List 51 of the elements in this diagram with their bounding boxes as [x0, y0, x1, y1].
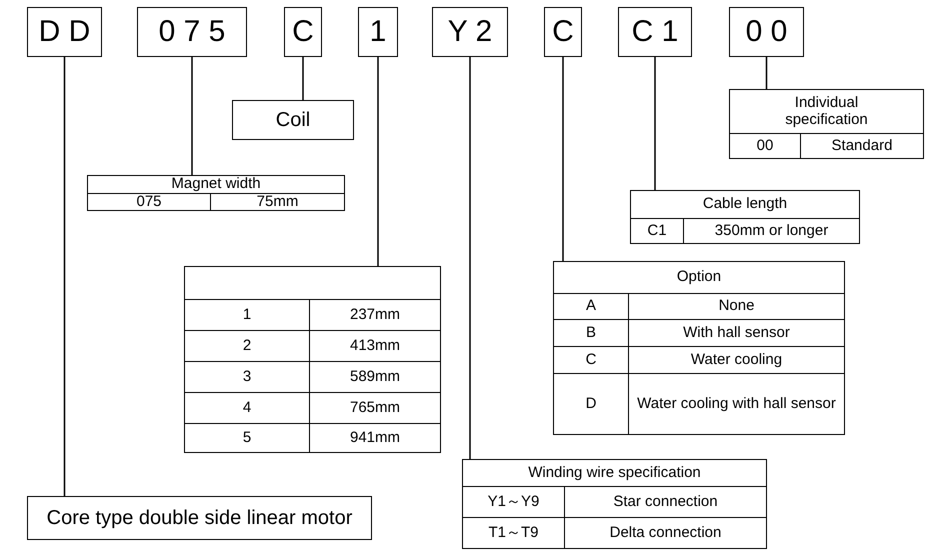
- table-cell: 4: [184, 392, 310, 424]
- table-cell: With hall sensor: [628, 320, 844, 346]
- connector-line: [469, 57, 471, 459]
- code-box: C: [284, 7, 322, 57]
- table-cell: 1: [184, 300, 310, 330]
- table-cell: 75mm: [210, 193, 344, 210]
- connector-line: [562, 57, 564, 261]
- table-cell: D: [554, 374, 628, 434]
- table-cell: 589mm: [310, 362, 440, 392]
- table-cell: A: [554, 294, 628, 320]
- table-cell: Water cooling: [628, 346, 844, 374]
- table-cell: Star connection: [564, 486, 766, 518]
- table-cell: 413mm: [310, 330, 440, 362]
- code-box: C: [544, 7, 582, 57]
- table-cell: 00: [730, 134, 800, 158]
- table-cell: 075: [88, 193, 210, 210]
- connector-line: [302, 57, 304, 100]
- table-cell: 2: [184, 330, 310, 362]
- connector-line: [766, 57, 768, 89]
- table-cell: None: [628, 294, 844, 320]
- table-cell: T1～T9: [462, 518, 564, 548]
- table-cell: Y1～Y9: [462, 486, 564, 518]
- table-cell: Standard: [800, 134, 924, 158]
- table-cell: Delta connection: [564, 518, 766, 548]
- table-cell: 350mm or longer: [684, 218, 860, 244]
- code-box: 0 7 5: [137, 7, 247, 57]
- table-header: Individual specification: [730, 90, 924, 134]
- table-header: Option: [554, 262, 844, 294]
- table-cell: C1: [630, 218, 684, 244]
- code-box: 0 0: [729, 7, 804, 57]
- table-header: Magnet width: [88, 176, 344, 193]
- code-box: Y 2: [432, 7, 508, 57]
- connector-line: [64, 57, 66, 496]
- table-cell: 765mm: [310, 392, 440, 424]
- code-box: D D: [27, 7, 102, 57]
- label-box: Core type double side linear motor: [27, 496, 372, 540]
- code-box: C 1: [618, 7, 692, 57]
- label-box: Coil: [232, 100, 354, 140]
- table-cell: 3: [184, 362, 310, 392]
- table-header: Winding wire specification: [462, 460, 766, 486]
- table-cell: B: [554, 320, 628, 346]
- table-cell: C: [554, 346, 628, 374]
- table-cell: 941mm: [310, 424, 440, 452]
- table-header: Cable length: [630, 190, 860, 218]
- connector-line: [191, 57, 193, 175]
- connector-line: [377, 57, 379, 266]
- code-box: 1: [358, 7, 398, 57]
- table-cell: 5: [184, 424, 310, 452]
- table-cell: 237mm: [310, 300, 440, 330]
- table-cell: Water cooling with hall sensor: [628, 374, 844, 434]
- connector-line: [654, 57, 656, 190]
